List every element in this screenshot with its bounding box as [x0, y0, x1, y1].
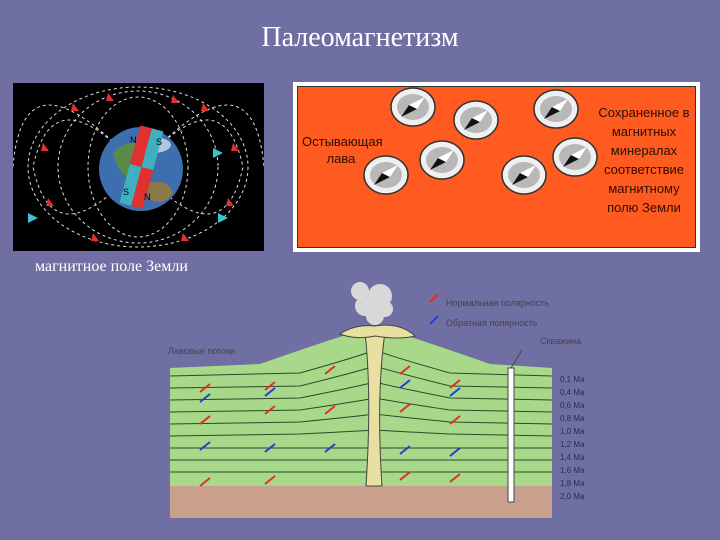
slide-title: Палеомагнетизм: [261, 22, 459, 53]
mineral-grain-icon: [419, 140, 465, 180]
magnet-label-s-top: S: [156, 137, 162, 147]
age-label: 2,0 Ма: [560, 492, 585, 501]
lava-diagram: Остывающая лава Сохраненное в магнитных …: [297, 86, 696, 248]
mineral-grain-icon: [453, 100, 499, 140]
age-label: 1,8 Ма: [560, 479, 585, 488]
volcano-cross-section: Нормальная полярность Обратная полярност…: [160, 276, 600, 518]
earth-caption: магнитное поле Земли: [35, 258, 188, 275]
lava-panel: Остывающая лава Сохраненное в магнитных …: [293, 82, 700, 252]
age-label: 0,8 Ма: [560, 414, 585, 423]
age-label: 0,1 Ма: [560, 375, 585, 384]
mineral-grain-icon: [390, 87, 436, 127]
age-label: 1,6 Ма: [560, 466, 585, 475]
magnet-label-s-bottom: S: [123, 187, 129, 197]
mineral-grain-icon: [363, 155, 409, 195]
lava-flows-label: Лавовые потоки: [168, 346, 236, 356]
legend-reverse-polarity: Обратная полярность: [446, 318, 538, 328]
mineral-grain-icon: [533, 89, 579, 129]
cooling-lava-label: Остывающая лава: [302, 134, 383, 166]
compass-grains: [363, 87, 598, 195]
age-label: 1,2 Ма: [560, 440, 585, 449]
age-label: 1,4 Ма: [560, 453, 585, 462]
age-label: 1,0 Ма: [560, 427, 585, 436]
mineral-grain-icon: [501, 155, 547, 195]
age-label: 0,4 Ма: [560, 388, 585, 397]
magnet-label-n-bottom: N: [144, 192, 151, 202]
age-label: 0,6 Ма: [560, 401, 585, 410]
well-label: Скважина: [540, 336, 582, 346]
stored-field-label: Сохраненное в магнитных минералах соотве…: [598, 105, 690, 215]
legend-normal-polarity: Нормальная полярность: [446, 298, 550, 308]
mineral-grain-icon: [552, 137, 598, 177]
earth-magnetic-field-image: N S S N: [12, 83, 265, 251]
magnet-label-n-top: N: [130, 135, 137, 145]
